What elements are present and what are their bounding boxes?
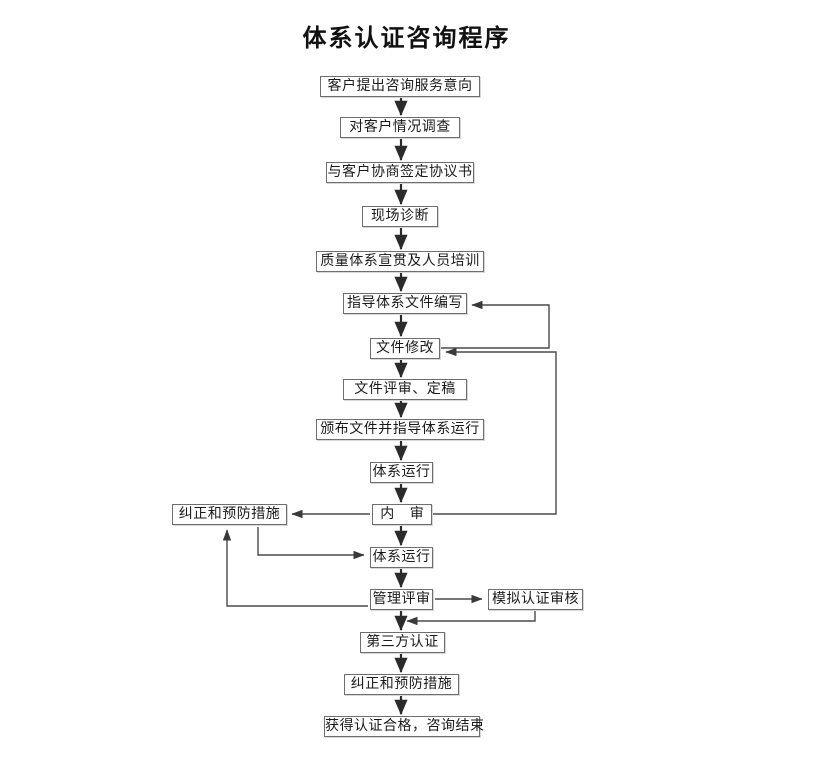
- flow-node-n14: 管理评审: [370, 589, 433, 610]
- flow-node-n18: 获得认证合格，咨询结束: [324, 716, 485, 737]
- flow-node-n7: 文件修改: [370, 338, 440, 359]
- flow-edge-e20: [222, 529, 368, 607]
- flow-node-n16: 第三方认证: [360, 632, 445, 653]
- flow-node-n1: 客户提出咨询服务意向: [320, 76, 480, 97]
- flow-node-n4: 现场诊断: [362, 206, 438, 227]
- page-title: 体系认证咨询程序: [302, 26, 511, 52]
- flow-node-n9: 颁布文件并指导体系运行: [316, 419, 484, 440]
- flow-node-n2: 对客户情况调查: [340, 117, 460, 138]
- flow-node-label: 纠正和预防措施: [178, 506, 281, 522]
- flow-node-label: 质量体系宣贯及人员培训: [320, 253, 480, 269]
- flow-node-label: 颁布文件并指导体系运行: [320, 421, 480, 437]
- flow-node-label: 管理评审: [372, 591, 431, 607]
- flow-node-label: 与客户协商签定协议书: [327, 164, 473, 180]
- flow-node-n10: 体系运行: [370, 462, 433, 483]
- flow-node-label: 纠正和预防措施: [350, 676, 453, 692]
- flow-node-label: 内 审: [380, 506, 430, 522]
- flow-edge-e22: [406, 611, 536, 626]
- flow-node-n5: 质量体系宣贯及人员培训: [316, 251, 484, 272]
- flow-node-label: 指导体系文件编写: [347, 295, 463, 311]
- flow-node-n12: 纠正和预防措施: [172, 504, 287, 525]
- flow-node-label: 获得认证合格，咨询结束: [325, 718, 485, 734]
- flow-edge-e19: [257, 527, 365, 560]
- flow-node-n13: 体系运行: [370, 547, 433, 568]
- flow-node-n11: 内 审: [372, 504, 432, 525]
- flow-node-n8: 文件评审、定稿: [343, 379, 467, 400]
- flow-node-n3: 与客户协商签定协议书: [326, 162, 474, 183]
- flow-node-label: 文件修改: [376, 340, 434, 356]
- flow-node-label: 模拟认证审核: [492, 591, 579, 607]
- flow-node-label: 客户提出咨询服务意向: [327, 78, 473, 94]
- flow-node-label: 体系运行: [372, 549, 431, 565]
- flow-node-label: 体系运行: [372, 464, 431, 480]
- flow-node-n17: 纠正和预防措施: [344, 674, 459, 695]
- flow-node-label: 现场诊断: [371, 208, 429, 224]
- flow-node-n15: 模拟认证审核: [488, 589, 583, 610]
- flow-node-label: 第三方认证: [366, 634, 439, 650]
- flow-node-n6: 指导体系文件编写: [343, 293, 467, 314]
- flow-node-label: 文件评审、定稿: [354, 381, 456, 397]
- flow-node-label: 对客户情况调查: [349, 119, 451, 135]
